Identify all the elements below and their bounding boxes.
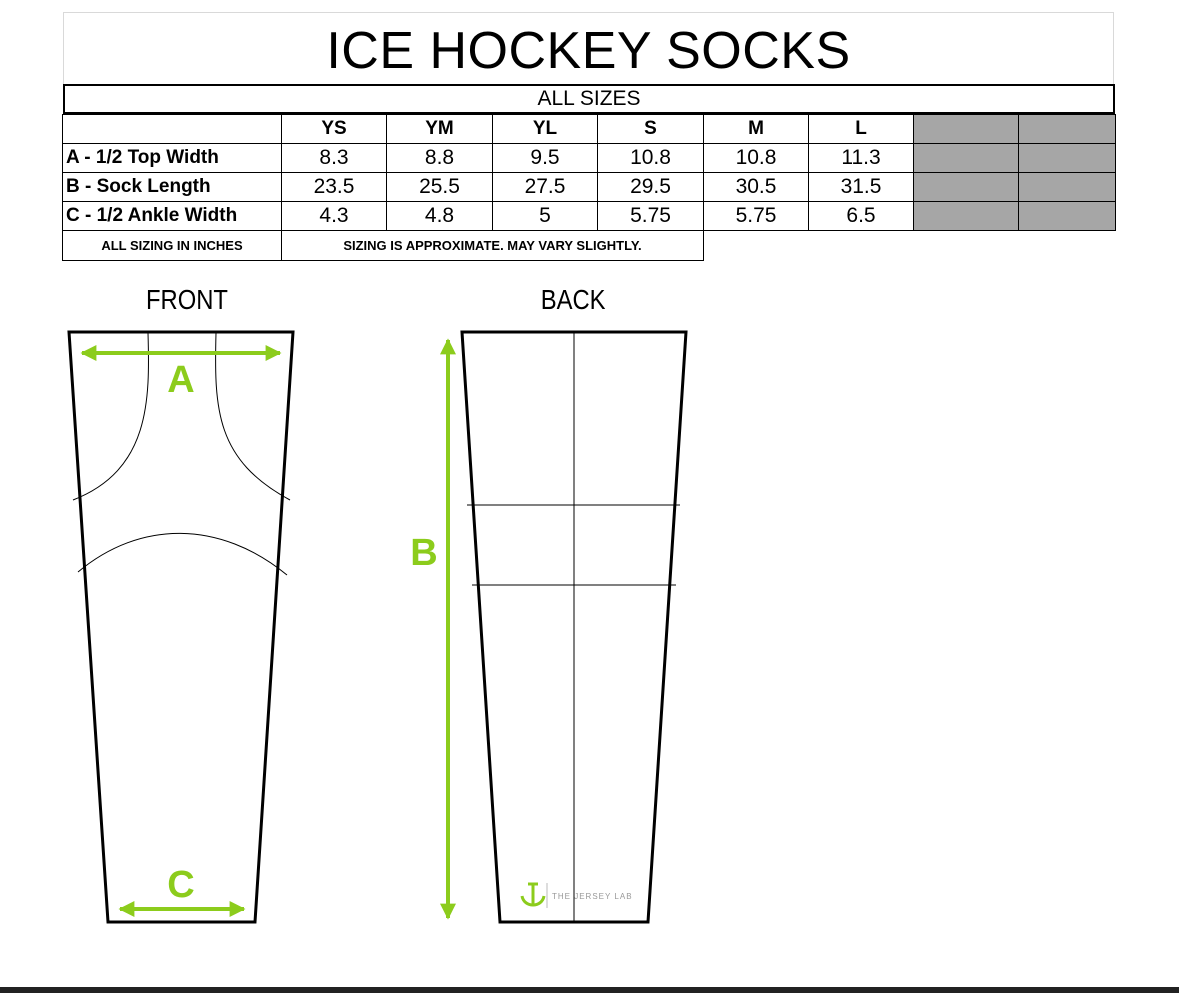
- grey-cell: [913, 143, 1019, 173]
- table-row: A - 1/2 Top Width 8.3 8.8 9.5 10.8 10.8 …: [62, 143, 1116, 173]
- footer-approx-note: SIZING IS APPROXIMATE. MAY VARY SLIGHTLY…: [281, 230, 704, 261]
- anchor-icon: [520, 882, 546, 907]
- header-m: M: [703, 114, 809, 144]
- header-l: L: [808, 114, 914, 144]
- header-ys: YS: [281, 114, 387, 144]
- header-yl: YL: [492, 114, 598, 144]
- table-cell: 10.8: [597, 143, 704, 173]
- marker-b: B: [410, 532, 437, 574]
- row-label-ankle-width: C - 1/2 Ankle Width: [62, 201, 282, 231]
- marker-a: A: [167, 359, 194, 401]
- table-cell: 8.3: [281, 143, 387, 173]
- table-cell: 27.5: [492, 172, 598, 202]
- table-cell: 25.5: [386, 172, 493, 202]
- size-table: YS YM YL S M L A - 1/2 Top Width 8.3 8.8…: [62, 114, 1116, 261]
- grey-cell: [1018, 201, 1116, 231]
- all-sizes-header: ALL SIZES: [63, 84, 1115, 114]
- front-stripe-curve: [77, 532, 288, 576]
- header-cell-empty: [62, 114, 282, 144]
- table-cell: 5: [492, 201, 598, 231]
- marker-c: C: [167, 864, 194, 906]
- row-label-top-width: A - 1/2 Top Width: [62, 143, 282, 173]
- back-label: BACK: [540, 284, 606, 315]
- table-cell: 23.5: [281, 172, 387, 202]
- bottom-bar: [0, 987, 1179, 993]
- page-title: ICE HOCKEY SOCKS: [326, 21, 851, 80]
- front-sock-outline: [67, 330, 295, 924]
- table-cell: 5.75: [703, 201, 809, 231]
- row-label-sock-length: B - Sock Length: [62, 172, 282, 202]
- table-cell: 8.8: [386, 143, 493, 173]
- table-cell: 9.5: [492, 143, 598, 173]
- footer-units-note: ALL SIZING IN INCHES: [62, 230, 282, 261]
- grey-cell: [913, 201, 1019, 231]
- back-sock: B THE JERSEY LAB: [410, 330, 688, 924]
- logo-text: THE JERSEY LAB: [552, 892, 633, 901]
- front-seam-left: [72, 332, 150, 501]
- table-cell: 10.8: [703, 143, 809, 173]
- grey-cell: [913, 114, 1019, 144]
- title-box: ICE HOCKEY SOCKS: [63, 12, 1114, 84]
- grey-cell: [1018, 114, 1116, 144]
- table-cell: 6.5: [808, 201, 914, 231]
- table-footer-row: ALL SIZING IN INCHES SIZING IS APPROXIMA…: [62, 230, 1116, 261]
- front-seam-right: [215, 332, 291, 501]
- table-header-row: YS YM YL S M L: [62, 114, 1116, 144]
- table-cell: 4.3: [281, 201, 387, 231]
- grey-cell: [1018, 143, 1116, 173]
- front-sock: A C: [67, 330, 295, 924]
- grey-cell: [1018, 172, 1116, 202]
- jersey-lab-logo: THE JERSEY LAB: [520, 882, 633, 908]
- table-row: B - Sock Length 23.5 25.5 27.5 29.5 30.5…: [62, 172, 1116, 202]
- back-sock-outline: [460, 330, 688, 924]
